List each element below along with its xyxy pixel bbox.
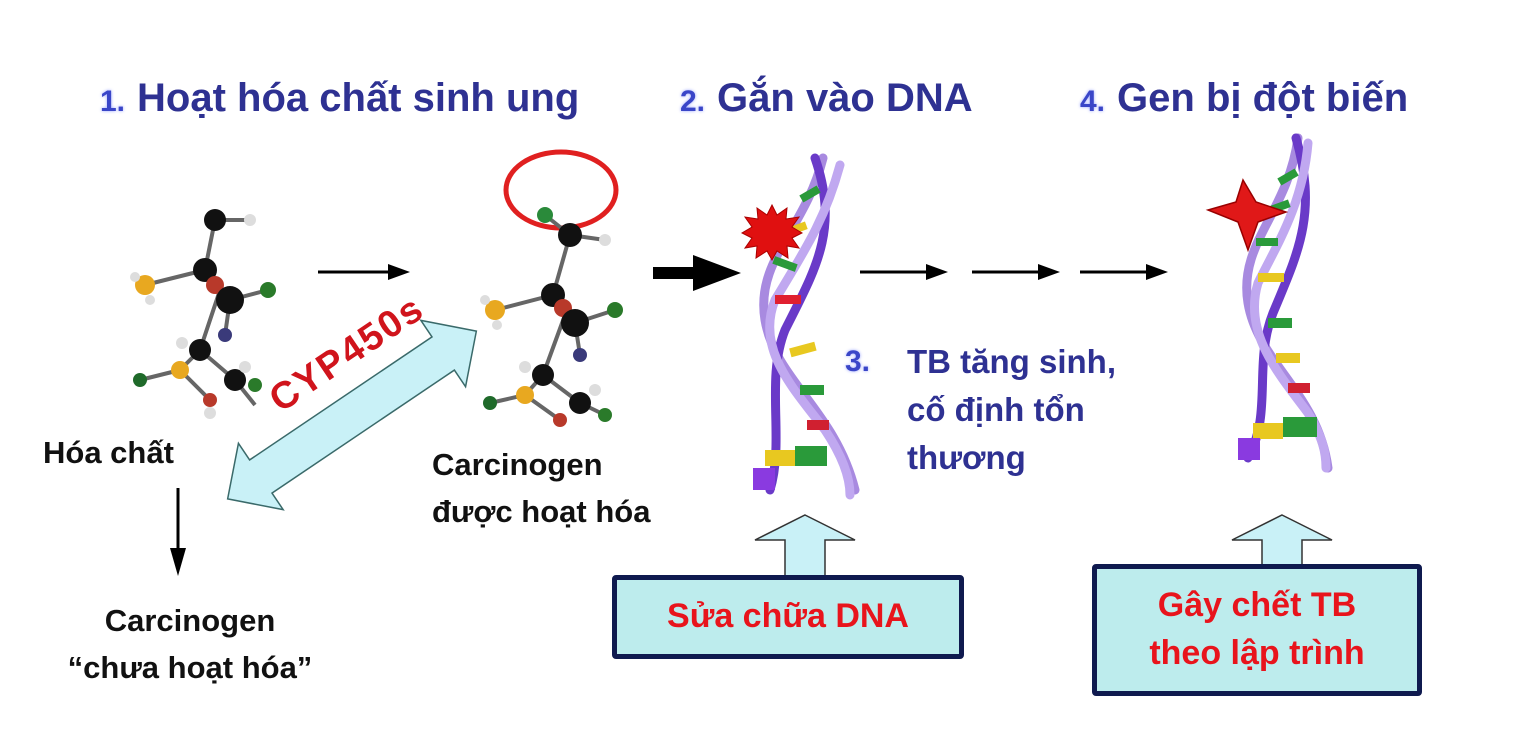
step3-number: 3. <box>845 345 870 379</box>
arrow-right-icon <box>1080 264 1168 280</box>
step3-text: TB tăng sinh, cố định tổn thương <box>907 338 1116 482</box>
inactive-line-1: Carcinogen <box>104 603 276 638</box>
step1-title: 1. Hoạt hóa chất sinh ung <box>100 78 579 118</box>
inactive-line-2: “chưa hoạt hóa” <box>67 649 313 685</box>
activated-carcinogen-label: Carcinogen được hoạt hóa <box>432 442 650 535</box>
step2-title: 2. Gắn vào DNA <box>680 78 973 118</box>
dna-repair-box: Sửa chữa DNA <box>612 575 964 659</box>
step3-line-1: TB tăng sinh, <box>907 343 1116 380</box>
arrow-down-icon <box>170 488 186 576</box>
activated-line-2: được hoạt hóa <box>432 493 651 529</box>
arrow-right-icon <box>318 264 410 280</box>
dna-repair-text: Sửa chữa DNA <box>667 597 909 636</box>
dna-icon <box>753 153 860 500</box>
apoptosis-line-2: theo lập trình <box>1149 634 1365 672</box>
activated-line-1: Carcinogen <box>432 447 603 482</box>
step3-line-3: thương <box>907 438 1026 476</box>
step2-number: 2. <box>680 85 706 118</box>
mutated-dna-icon <box>1238 133 1333 473</box>
apoptosis-line-1: Gây chết TB <box>1157 586 1357 625</box>
step1-number: 1. <box>100 85 126 118</box>
step4-number: 4. <box>1080 85 1106 118</box>
arrow-right-icon <box>860 264 948 280</box>
step4-title: 4. Gen bị đột biến <box>1080 78 1408 118</box>
mutation-star-icon <box>1205 178 1289 253</box>
apoptosis-box: Gây chết TB theo lập trình <box>1092 564 1422 696</box>
arrow-right-icon <box>972 264 1060 280</box>
step1-text: Hoạt hóa chất sinh ung <box>137 76 580 120</box>
step2-text: Gắn vào DNA <box>717 76 973 120</box>
step3-number-text: 3. <box>845 345 871 378</box>
adduct-starburst-icon <box>740 203 804 262</box>
step3-line-2: cố định tổn <box>907 390 1085 428</box>
step4-text: Gen bị đột biến <box>1117 76 1409 120</box>
inactive-carcinogen-label: Carcinogen “chưa hoạt hóa” <box>60 598 320 691</box>
molecule-icon <box>130 209 276 419</box>
activated-molecule-icon <box>480 149 623 427</box>
cyp450-double-arrow <box>226 319 478 511</box>
chemical-label: Hóa chất <box>43 435 174 470</box>
bold-arrow-right-icon <box>653 255 741 291</box>
